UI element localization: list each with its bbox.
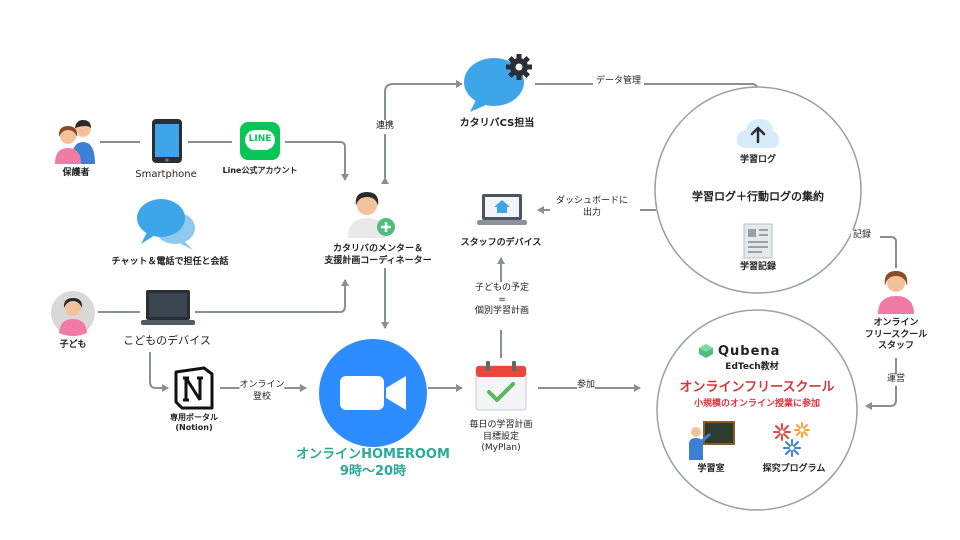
chat-bubbles-icon bbox=[137, 199, 195, 250]
qubena-logo: Qubena bbox=[698, 343, 780, 359]
cloud-upload-icon bbox=[737, 119, 779, 148]
child-avatar-icon bbox=[51, 291, 95, 336]
data-mgmt-label: データ管理 bbox=[593, 76, 645, 88]
staff-device-label: スタッフのデバイス bbox=[460, 238, 542, 248]
freeschool-title: オンラインフリースクール bbox=[679, 380, 835, 395]
line-account-label: Line公式アカウント bbox=[222, 166, 298, 175]
sanka-label: 参加 bbox=[576, 380, 596, 392]
child-to-portal-line bbox=[149, 352, 169, 392]
staff-avatar-icon bbox=[878, 271, 914, 314]
renkei-label: 連携 bbox=[375, 120, 395, 134]
guardian-pair-icon bbox=[55, 120, 95, 164]
fireworks-icon bbox=[773, 422, 810, 457]
smartphone-label: Smartphone bbox=[135, 169, 197, 180]
chat-label: チャット＆電話で担任と会話 bbox=[111, 257, 229, 267]
freeschool-circle bbox=[656, 309, 858, 511]
dashboard-label: ダッシュボードに 出力 bbox=[555, 196, 629, 220]
child-schedule-label: 子どもの予定 = 個別学習計画 bbox=[474, 283, 530, 319]
mentor-avatar-icon bbox=[348, 192, 395, 238]
gear-icon bbox=[506, 54, 532, 80]
kiroku-label: 記録 bbox=[850, 230, 874, 242]
cs-bubble-gear-icon bbox=[464, 54, 532, 112]
document-icon bbox=[743, 223, 773, 259]
teacher-board-icon bbox=[689, 421, 735, 460]
laptop-icon bbox=[141, 290, 195, 325]
staff-device-icon bbox=[477, 194, 527, 225]
explore-label: 探究プログラム bbox=[762, 464, 826, 474]
learning-log-label: 学習ログ bbox=[739, 155, 777, 165]
line-icon: LINE bbox=[240, 122, 280, 160]
unei-label: 運営 bbox=[886, 374, 906, 386]
log-aggregate-label: 学習ログ＋行動ログの集約 bbox=[692, 190, 824, 203]
child-device-label: こどものデバイス bbox=[123, 334, 211, 347]
mentor-label: カタリバのメンター＆ 支援計画コーディネーター bbox=[324, 244, 432, 266]
notion-icon bbox=[174, 366, 214, 410]
child-device-to-mentor-line bbox=[98, 280, 345, 313]
qubena-text: Qubena bbox=[718, 343, 781, 359]
zoom-icon[interactable] bbox=[318, 338, 428, 448]
line-logo-text: LINE bbox=[248, 134, 272, 144]
guardian-label: 保護者 bbox=[62, 168, 90, 178]
online-attend-label: オンライン 登校 bbox=[239, 380, 285, 404]
learning-log-circle bbox=[654, 86, 862, 294]
edtech-label: EdTech教材 bbox=[725, 362, 779, 372]
learning-record-label: 学習記録 bbox=[739, 262, 777, 272]
qubena-logo-icon bbox=[699, 344, 713, 358]
classroom-label: 学習室 bbox=[697, 464, 725, 474]
homeroom-title: オンラインHOMEROOM bbox=[296, 447, 450, 462]
child-label: 子ども bbox=[59, 340, 87, 350]
mentor-cs-link-line bbox=[381, 80, 463, 184]
homeroom-hours: 9時〜20時 bbox=[339, 464, 407, 479]
staff-manage-line bbox=[865, 358, 897, 410]
cs-staff-label: カタリバCS担当 bbox=[459, 118, 535, 129]
portal-label: 専用ポータル (Notion) bbox=[170, 413, 218, 433]
freeschool-staff-label: オンライン フリースクール スタッフ bbox=[864, 318, 928, 352]
calendar-check-icon bbox=[475, 361, 527, 411]
myplan-label: 毎日の学習計画 目標設定 (MyPlan) bbox=[469, 420, 533, 454]
freeschool-sub: 小規模のオンライン授業に参加 bbox=[693, 399, 821, 409]
guardian-to-mentor-line bbox=[100, 141, 345, 180]
smartphone-icon bbox=[152, 119, 182, 163]
